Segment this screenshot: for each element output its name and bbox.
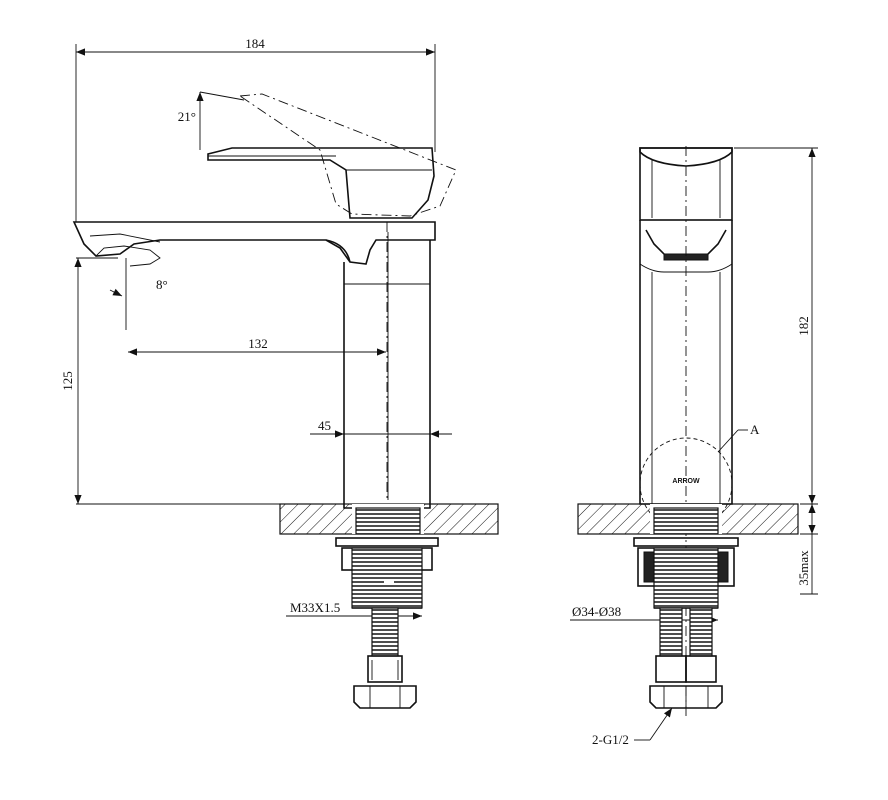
handle-raised-outline bbox=[238, 93, 457, 217]
dimension-handle-angle: 21° bbox=[178, 91, 245, 150]
body-width-label: 45 bbox=[318, 418, 331, 433]
dimension-spout-height: 125 bbox=[60, 257, 346, 505]
washer bbox=[335, 537, 439, 547]
supply-hose bbox=[371, 607, 399, 657]
hose-coupling bbox=[367, 655, 403, 683]
handle-angle-label: 21° bbox=[178, 109, 196, 124]
overall-height-label: 182 bbox=[796, 316, 811, 336]
spout-reach-label: 132 bbox=[248, 336, 268, 351]
handle bbox=[207, 147, 435, 219]
hole-diameter-label: Ø34-Ø38 bbox=[572, 604, 621, 619]
dimension-deck-thickness: 35max bbox=[796, 504, 818, 595]
hose-nut bbox=[353, 685, 417, 709]
spout-height-label: 125 bbox=[60, 371, 75, 391]
overall-length-label: 184 bbox=[245, 36, 265, 51]
spout-angle-label: 8° bbox=[156, 277, 168, 292]
shank-thread-top bbox=[355, 507, 421, 535]
front-shank-thread-top bbox=[653, 507, 719, 535]
brand-logo: ARROW bbox=[672, 478, 700, 485]
hose-connection-label: 2-G1/2 bbox=[592, 732, 629, 747]
front-hose-left bbox=[659, 607, 683, 657]
side-view: 184 21° 8° 132 bbox=[60, 36, 499, 709]
shank-thread bbox=[351, 547, 423, 609]
dimension-overall-height: 182 bbox=[734, 147, 818, 505]
dimension-spout-angle: 8° bbox=[109, 258, 168, 330]
dimension-body-width: 45 bbox=[310, 418, 452, 438]
detail-ref-label: A bbox=[750, 422, 760, 437]
dimension-overall-length: 184 bbox=[75, 36, 436, 222]
front-hose-right bbox=[689, 607, 713, 657]
dimension-hose-connection: 2-G1/2 bbox=[592, 707, 673, 747]
front-view: ARROW A 182 35max bbox=[570, 146, 818, 747]
spout bbox=[72, 221, 436, 265]
deck-thickness-label: 35max bbox=[796, 550, 811, 586]
front-shank-thread bbox=[653, 547, 719, 609]
dimension-spout-reach: 132 bbox=[128, 336, 386, 356]
front-washer bbox=[633, 537, 739, 547]
front-hose-nuts bbox=[649, 685, 723, 709]
thread-label: M33X1.5 bbox=[290, 600, 340, 615]
